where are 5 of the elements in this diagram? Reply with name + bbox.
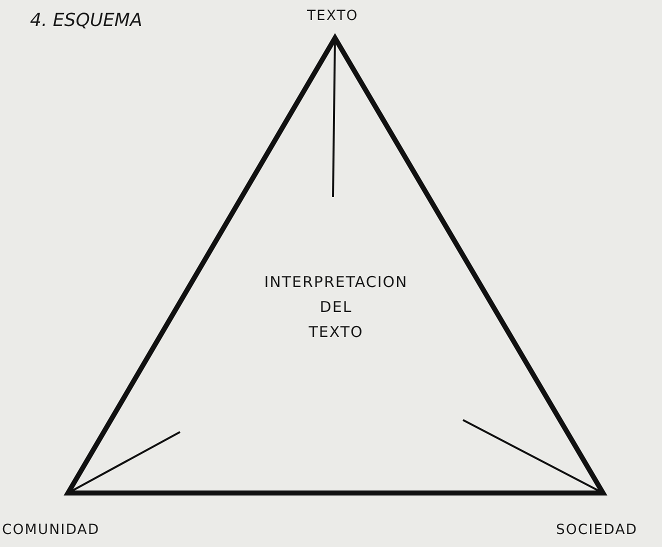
vertex-label: TEXTO <box>307 8 358 24</box>
center-label: INTERPRETACION DEL TEXTO <box>263 272 409 343</box>
diagram-title: 4. ESQUEMA <box>30 10 142 31</box>
vertex-label: COMUNIDAD <box>2 522 100 538</box>
vertex-label: SOCIEDAD <box>556 522 638 538</box>
